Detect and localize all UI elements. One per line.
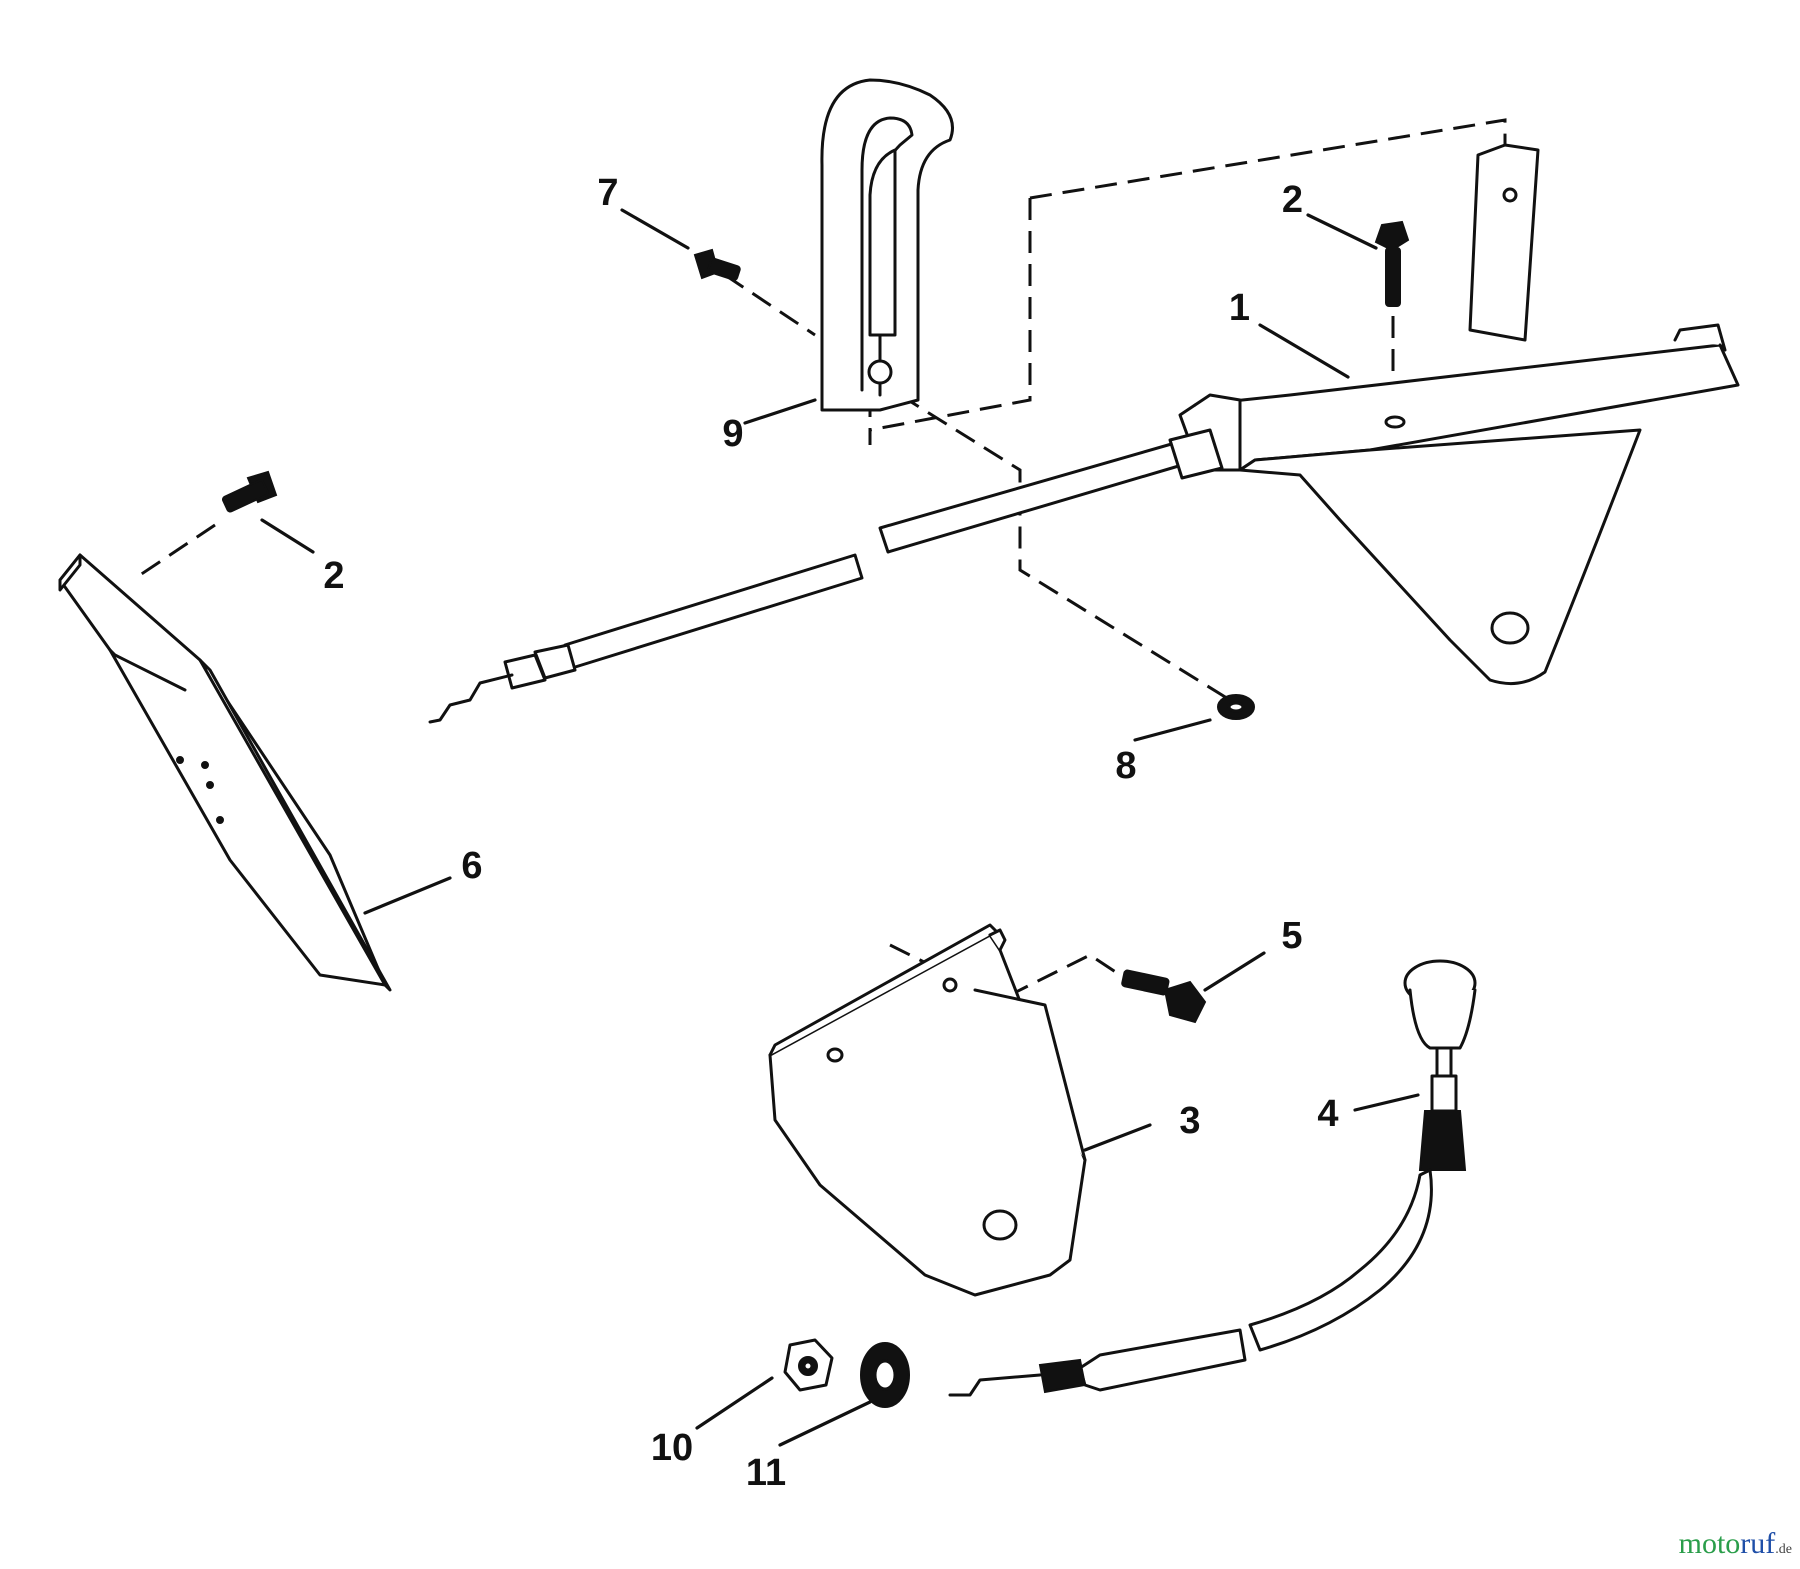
- part-1-mounting-bracket[interactable]: [1178, 143, 1740, 686]
- callout-2-left: 2: [323, 555, 344, 597]
- watermark-brand-a: moto: [1678, 1527, 1741, 1560]
- part-2-hex-bolt-left[interactable]: [221, 470, 278, 513]
- callout-1: 1: [1229, 287, 1250, 329]
- part-7-screw[interactable]: [693, 248, 741, 281]
- watermark-brand-b: ruf: [1740, 1527, 1776, 1560]
- callout-8: 8: [1115, 745, 1136, 787]
- callout-5: 5: [1281, 915, 1302, 957]
- callout-6: 6: [461, 845, 482, 887]
- brand-watermark: motoruf.de: [1679, 1527, 1792, 1561]
- part-6-plate[interactable]: [58, 553, 392, 992]
- part-2-hex-bolt-upper[interactable]: [1374, 220, 1410, 307]
- part-8-nut[interactable]: [1217, 694, 1255, 720]
- part-3-plate-bracket[interactable]: [768, 923, 1087, 1297]
- callout-3: 3: [1179, 1100, 1200, 1142]
- part-11-lock-washer[interactable]: [860, 1342, 910, 1408]
- part-10-hex-nut[interactable]: [783, 1338, 834, 1392]
- callout-4: 4: [1317, 1093, 1338, 1135]
- callout-9: 9: [722, 413, 743, 455]
- callout-2-upper: 2: [1282, 179, 1303, 221]
- assembly-guide-lines: [139, 118, 1507, 1002]
- part-4-control-knob-cable[interactable]: [948, 959, 1477, 1397]
- part-9-guide-bracket[interactable]: [820, 78, 954, 412]
- callout-leader-lines: [260, 208, 1420, 1447]
- callout-10: 10: [651, 1427, 693, 1469]
- callout-7: 7: [597, 172, 618, 214]
- callout-11: 11: [746, 1452, 786, 1494]
- part-5-hex-bolt[interactable]: [1121, 969, 1207, 1024]
- callout-labels: 1 2 2 3 4 5 6 7 8 9 10 11: [323, 172, 1338, 1494]
- throttle-cable-upper[interactable]: [428, 428, 1224, 724]
- watermark-suffix: .de: [1775, 1542, 1792, 1557]
